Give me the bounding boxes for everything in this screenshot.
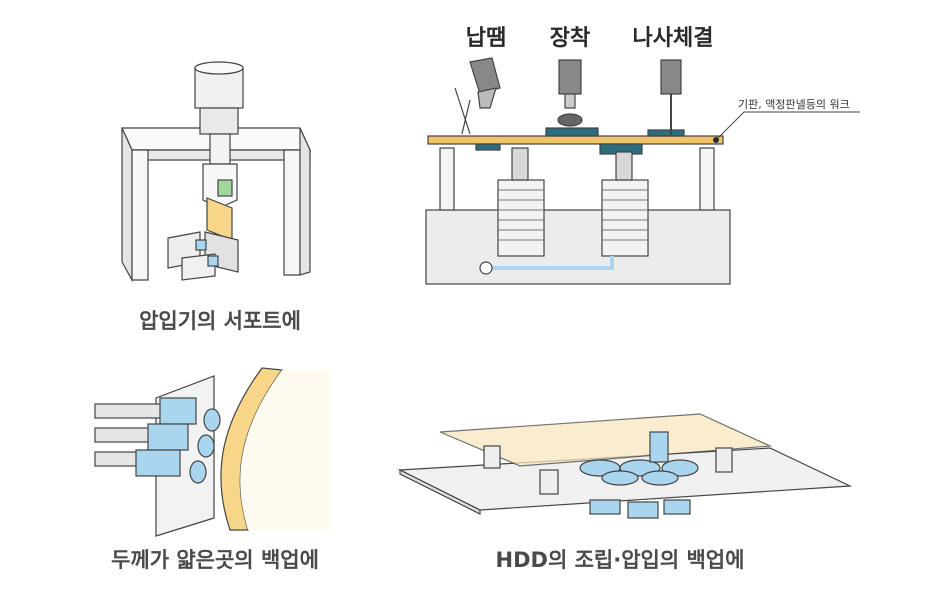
- press-machine-illustration: [121, 61, 311, 283]
- op-label-soldering: 납땜: [465, 26, 507, 51]
- op-label-screwing: 나사체결: [632, 26, 714, 51]
- op-label-mounting: 장착: [549, 26, 591, 51]
- thin-part-caption: 두께가 얇은곳의 백업에: [111, 548, 319, 572]
- thin-part-illustration: [94, 367, 330, 537]
- press-caption: 압입기의 서포트에: [139, 309, 301, 333]
- work-operations-illustration: [425, 57, 860, 285]
- hdd-assembly-illustration: [397, 413, 853, 519]
- hdd-caption: HDD의 조립·압입의 백업에: [495, 548, 745, 572]
- workpiece-note: 기판, 액정판넬등의 워크: [738, 98, 850, 111]
